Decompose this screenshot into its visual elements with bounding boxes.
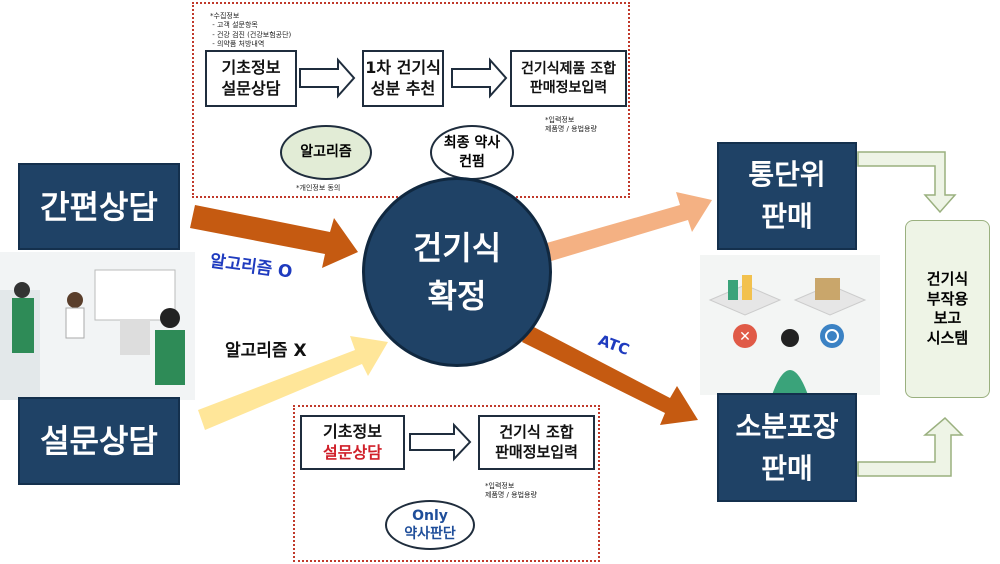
basic-info-text: 기초정보: [323, 421, 382, 441]
product-combo-input-box: 건기식제품 조합 판매정보입력: [510, 50, 627, 107]
basic-info-survey-box: 기초정보 설문상담: [205, 50, 297, 107]
consent-note: *개인정보 동의: [296, 184, 341, 192]
combo-input-box-bottom: 건기식 조합 판매정보입력: [478, 415, 595, 470]
basic-info-survey-box-bottom: 기초정보 설문상담: [300, 415, 405, 470]
input-info-note: *입력정보 제품명 / 용법용량: [545, 116, 597, 134]
portion-sale-box: 소분포장 판매: [717, 393, 857, 502]
collected-info-note: *수집정보 - 고객 설문항목 - 건강 검진 (건강보험공단) - 의약품 처…: [210, 12, 292, 49]
adverse-event-report-system-box: 건기식 부작용 보고 시스템: [905, 220, 990, 398]
supplement-illustration: ✕: [700, 255, 880, 395]
arrow-simple-to-center: [190, 205, 358, 268]
supplement-confirmed-circle: 건기식 확정: [362, 177, 552, 367]
unit-sale-box: 통단위 판매: [717, 142, 857, 250]
svg-text:✕: ✕: [739, 329, 751, 345]
input-info-note-bottom: *입력정보 제품명 / 용법용량: [485, 482, 537, 500]
arrow-portion-to-report: [857, 416, 964, 477]
algorithm-oval: 알고리즘: [280, 125, 372, 180]
arrow-center-to-portion: [522, 325, 698, 425]
pharmacist-flow-panel: [293, 405, 600, 562]
survey-text: 설문상담: [323, 442, 382, 462]
arrow-center-to-unit: [522, 192, 712, 268]
simple-consult-box: 간편상담: [18, 163, 180, 250]
pharmacist-only-oval: Only 약사판단: [385, 500, 475, 550]
arrow-survey-to-center: [198, 336, 388, 430]
arrow-unit-to-report: [857, 151, 957, 214]
pharmacy-illustration: [0, 252, 195, 400]
survey-consult-box: 설문상담: [18, 397, 180, 485]
first-recommendation-box: 1차 건기식 성분 추천: [362, 50, 444, 107]
algorithm-x-label: 알고리즘 X: [225, 341, 307, 361]
pharmacist-confirm-oval: 최종 약사 컨펌: [430, 125, 514, 180]
